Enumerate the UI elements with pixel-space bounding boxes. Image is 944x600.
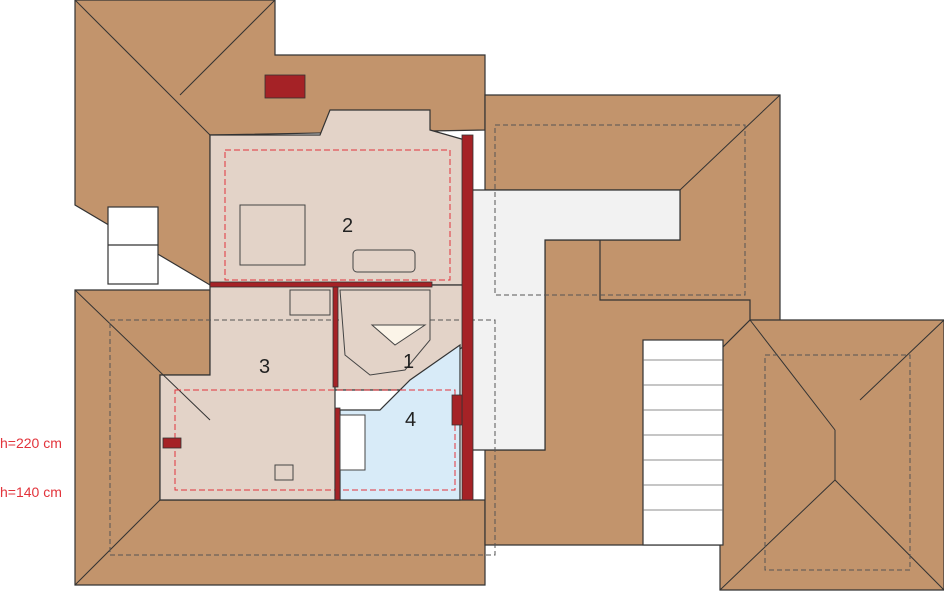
sofa (352, 249, 416, 273)
roof-right (719, 319, 944, 591)
room-4-label: 4 (405, 409, 416, 431)
room-2-label: 2 (342, 215, 353, 237)
exterior-stairs (642, 339, 724, 546)
stair-landing (370, 324, 427, 346)
wall (461, 134, 474, 501)
chimney (264, 74, 306, 99)
bed (239, 204, 306, 266)
desk (289, 289, 331, 316)
room-3-label: 3 (259, 356, 270, 378)
wall (332, 286, 339, 388)
legend-height-140: h=140 cm (0, 484, 62, 500)
legend-height-220: h=220 cm (0, 435, 62, 451)
bathtub (339, 414, 366, 471)
chimney-small (162, 437, 182, 449)
room-1-label: 1 (403, 351, 414, 373)
wall (334, 407, 341, 501)
wall (209, 281, 433, 288)
wall (451, 394, 463, 426)
box (274, 464, 294, 481)
